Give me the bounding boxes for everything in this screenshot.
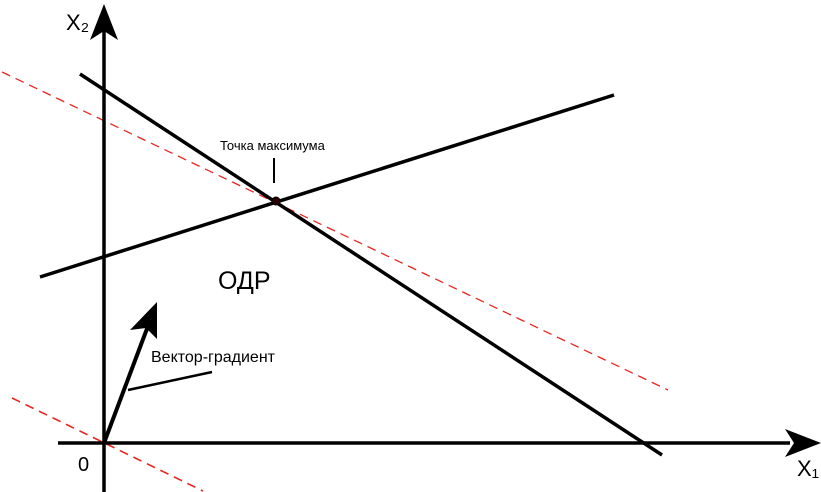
origin-label: 0: [78, 454, 89, 476]
x-axis-arrow-icon: [785, 429, 821, 457]
objective-level-line-through-max: [1, 71, 669, 391]
gradient-vector-shaft: [102, 325, 150, 444]
y-axis-arrow-icon: [90, 4, 118, 40]
constraint-line-descending: [79, 72, 663, 457]
max-point-label: Точка максимума: [220, 138, 326, 153]
max-point-marker: [271, 196, 281, 206]
gradient-label-leader-line: [127, 370, 213, 392]
gradient-vector-label: Вектор-градиент: [151, 349, 276, 366]
feasible-region-label: ОДР: [218, 267, 271, 295]
y-axis-label: X₂: [66, 10, 89, 35]
constraint-line-ascending: [39, 93, 615, 279]
x-axis-label: X₁: [797, 456, 819, 481]
gradient-vector-arrow-icon: [130, 302, 157, 339]
